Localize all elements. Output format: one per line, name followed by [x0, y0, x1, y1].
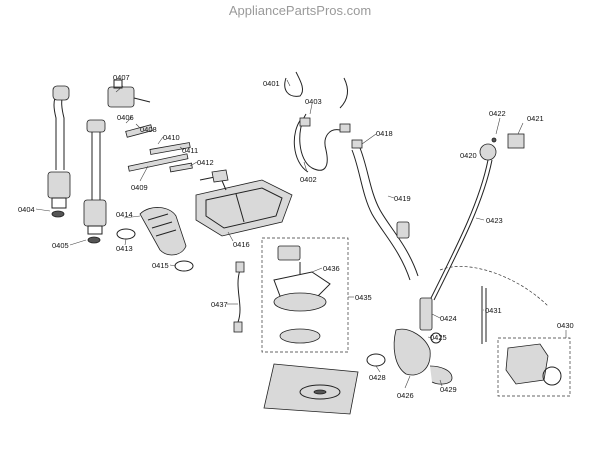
- label-0407: 0407: [113, 73, 130, 82]
- sump-filter-group: [261, 237, 349, 353]
- label-0430: 0430: [557, 321, 574, 330]
- fill-hose: [284, 71, 351, 173]
- label-0414: 0414: [116, 210, 133, 219]
- label-0403: 0403: [305, 97, 322, 106]
- watermark: AppliancePartsPros.com: [228, 3, 372, 18]
- label-0401: 0401: [263, 79, 280, 88]
- label-0409: 0409: [131, 183, 148, 192]
- dispenser-housing: [195, 169, 293, 237]
- inlet-assembly-left: [47, 85, 107, 244]
- label-0418: 0418: [376, 129, 393, 138]
- label-0416: 0416: [233, 240, 250, 249]
- label-0435: 0435: [355, 293, 372, 302]
- label-0424: 0424: [440, 314, 457, 323]
- label-0410: 0410: [163, 133, 180, 142]
- label-0426: 0426: [397, 391, 414, 400]
- label-0436: 0436: [323, 264, 340, 273]
- label-0405: 0405: [52, 241, 69, 250]
- label-0421: 0421: [527, 114, 544, 123]
- label-0406: 0406: [117, 113, 134, 122]
- label-0408: 0408: [140, 125, 157, 134]
- label-0415: 0415: [152, 261, 169, 270]
- label-0423: 0423: [486, 216, 503, 225]
- label-0425: 0425: [430, 333, 447, 342]
- label-0413: 0413: [116, 244, 133, 253]
- label-0422: 0422: [489, 109, 506, 118]
- label-0412: 0412: [197, 158, 214, 167]
- label-0429: 0429: [440, 385, 457, 394]
- label-0420: 0420: [460, 151, 477, 160]
- label-0419: 0419: [394, 194, 411, 203]
- wire-harness: [233, 261, 245, 333]
- label-0431: 0431: [485, 306, 502, 315]
- sump-assembly: [366, 266, 549, 385]
- leader-lines: [35, 79, 567, 389]
- part-labels: 0404 0405 0407 0406 0408 0410 0411 0412 …: [18, 73, 574, 400]
- water-valve-assembly: [107, 79, 193, 173]
- pressure-switch: [429, 133, 525, 301]
- label-0437: 0437: [211, 300, 228, 309]
- hose-assembly: [116, 207, 194, 272]
- drain-pump-group: [481, 286, 571, 397]
- label-0411: 0411: [182, 146, 198, 155]
- drain-hose: [351, 139, 419, 281]
- filter-plate: [263, 363, 359, 415]
- label-0404: 0404: [18, 205, 35, 214]
- label-0402: 0402: [300, 175, 317, 184]
- label-0428: 0428: [369, 373, 386, 382]
